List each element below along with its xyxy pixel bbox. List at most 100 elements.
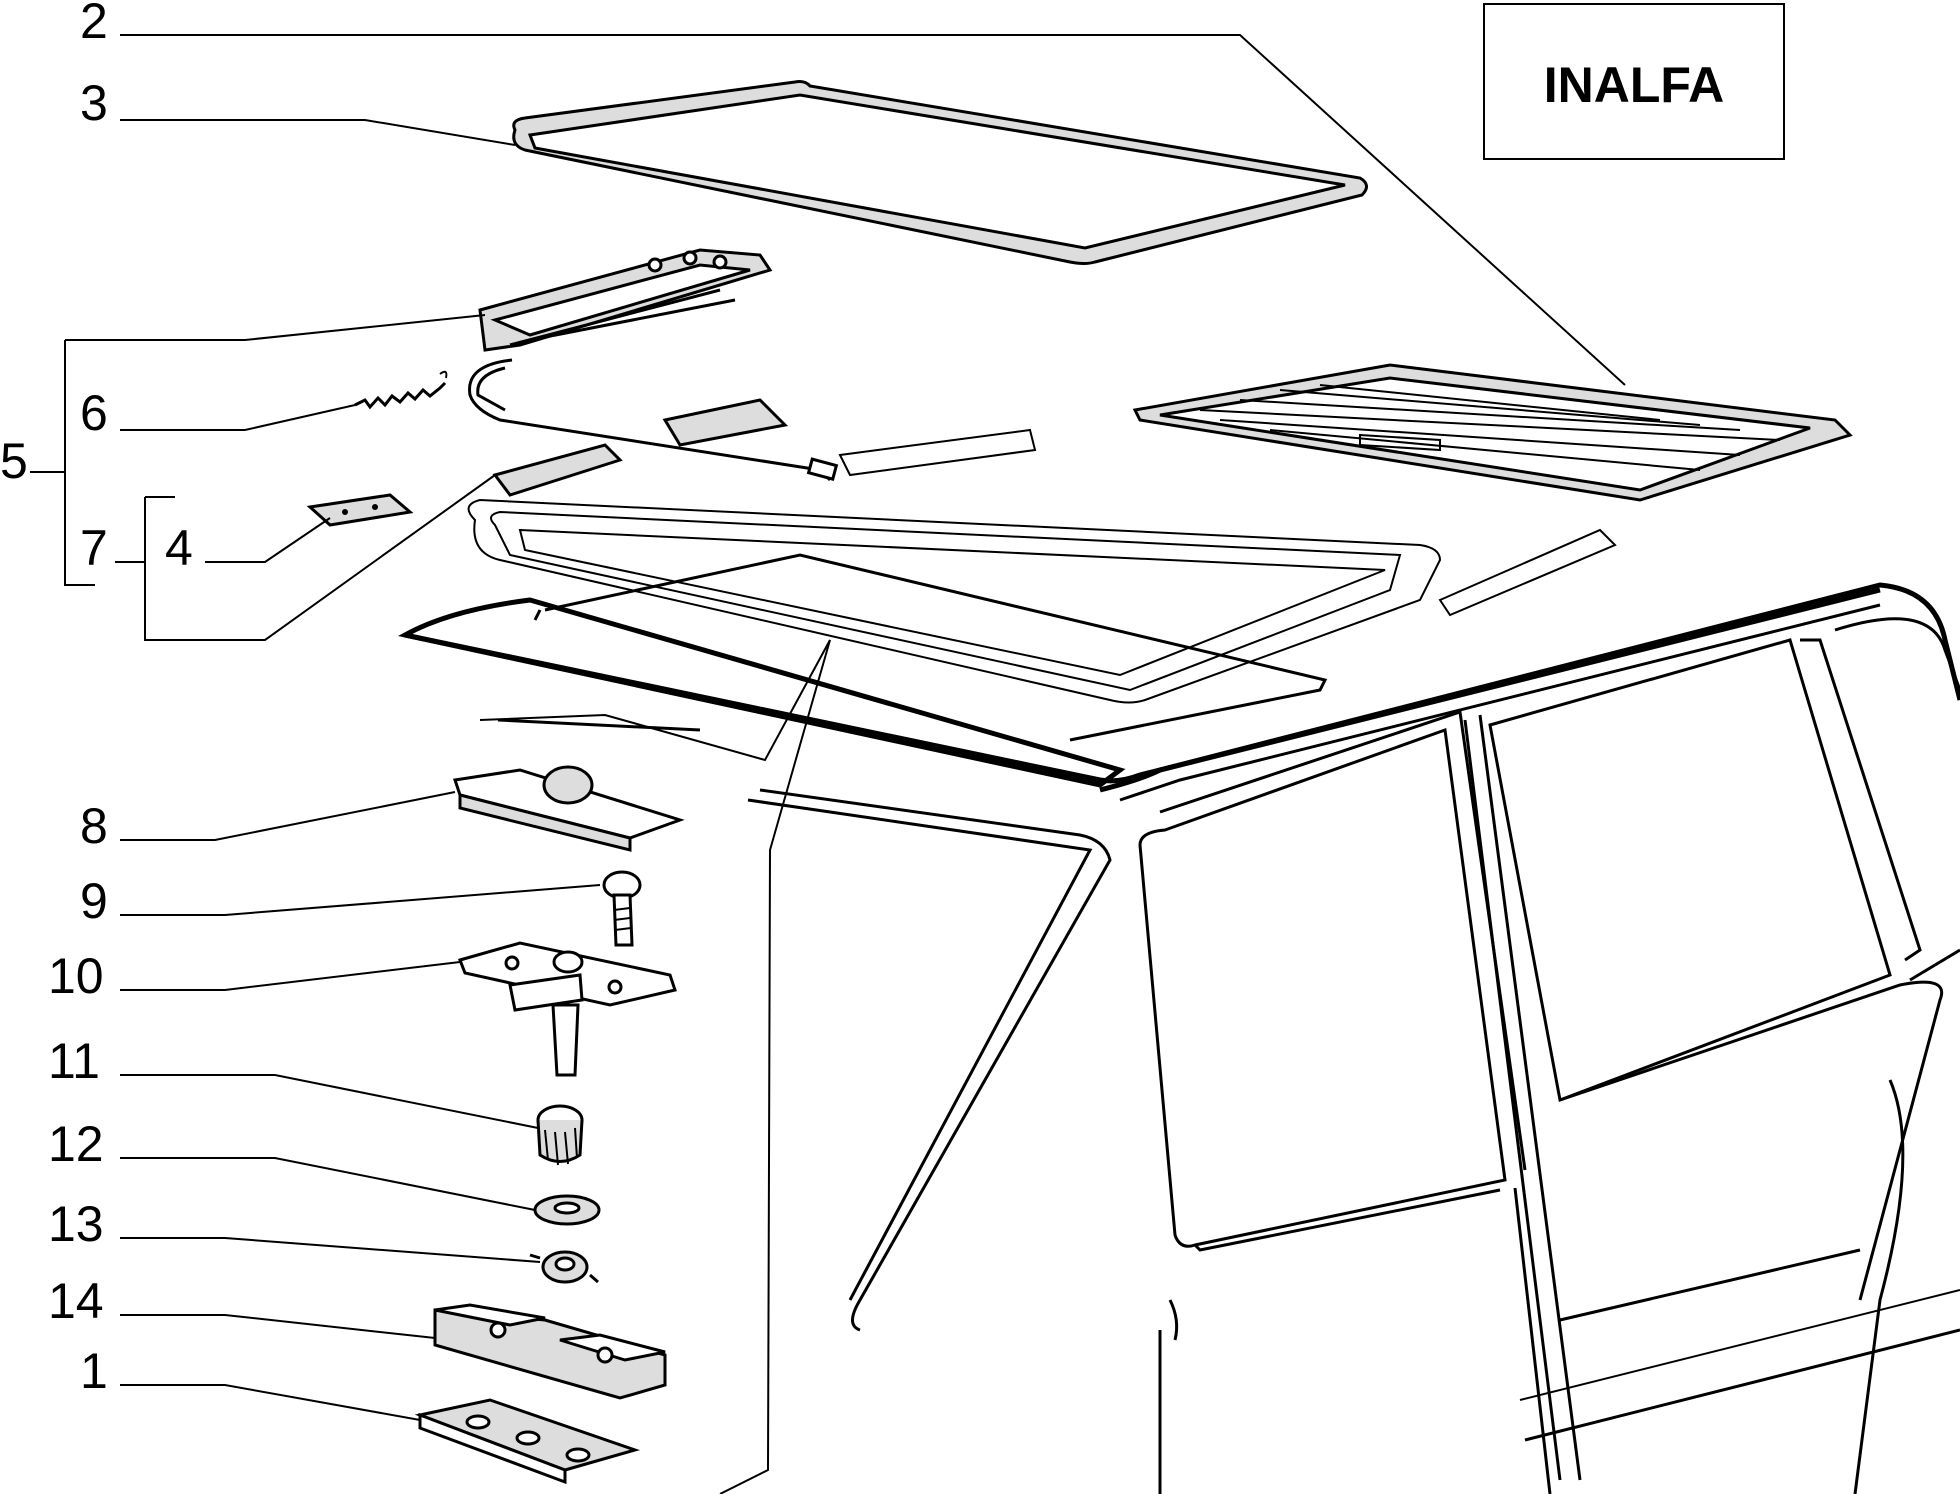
panel-handle [1359, 433, 1441, 452]
rear-quarter-window [1834, 617, 1960, 691]
leader-1 [120, 1384, 421, 1421]
c-pillar [1800, 638, 1922, 962]
callout-1: 1 [80, 1343, 108, 1399]
seal-inner [527, 93, 1346, 250]
bracket-housing [508, 973, 584, 1012]
leader-10 [120, 961, 461, 991]
part-4-plate [306, 493, 414, 527]
mechanism-hole-1 [647, 257, 663, 273]
callout-14: 14 [48, 1273, 104, 1329]
part-1-plate [414, 1398, 640, 1485]
leader-14 [120, 1314, 436, 1339]
leader-frame-down [719, 639, 831, 1494]
b-pillar-rear [1478, 714, 1582, 1481]
frame-opening [518, 528, 1386, 677]
part-6-spring-hook [439, 370, 448, 379]
door-bottom-line [1524, 1328, 1960, 1442]
leader-5-bracket [64, 340, 95, 586]
plate-hole-3 [565, 1447, 591, 1463]
door-gap-line [1513, 1187, 1552, 1494]
mechanism-hole-2 [682, 250, 698, 266]
brand-box: INALFA [1483, 3, 1785, 160]
body-crease [1519, 1289, 1960, 1401]
frame-rail-right [1438, 528, 1617, 617]
leader-13 [120, 1237, 541, 1263]
screw-thread [613, 907, 632, 931]
bracket-hole-2 [607, 979, 623, 995]
leader-7 [144, 474, 496, 641]
leader-5-top [65, 314, 486, 341]
part-10-bracket [458, 941, 677, 1077]
front-door-window [1138, 727, 1507, 1248]
leader-4 [205, 517, 331, 563]
car-body [397, 582, 1960, 1494]
clip-hole [554, 1256, 576, 1272]
callout-6: 6 [80, 385, 108, 441]
sunroof-frame [467, 428, 1617, 742]
cover-side [458, 793, 632, 852]
part-8-cover [453, 765, 685, 852]
gear-teeth [544, 1127, 578, 1166]
rear-wheel-arch [1853, 1079, 1905, 1494]
bracket-knob [552, 950, 584, 974]
part-13-clip [529, 1250, 599, 1284]
block-top-left [434, 1303, 546, 1327]
leader-lines [30, 34, 1626, 1494]
body-side-line [1559, 1248, 1861, 1322]
callout-12: 12 [48, 1116, 104, 1172]
part-6-spring [354, 381, 447, 410]
frame-outer [467, 498, 1442, 704]
mechanism-top [490, 263, 751, 337]
plate-hole-2 [515, 1430, 541, 1446]
brand-box-border [1483, 3, 1785, 160]
mechanism-arms [509, 288, 736, 347]
frame-inner [490, 510, 1402, 692]
roof-rail-left [404, 587, 1881, 784]
guide-left [492, 443, 623, 497]
roof-line-front [497, 718, 701, 732]
rear-door-beltline [1559, 980, 1943, 1301]
a-pillar-inner [747, 798, 1093, 1301]
panel-slats [1199, 384, 1781, 471]
bracket-shaft [551, 1003, 580, 1077]
bracket-hole-1 [504, 955, 520, 971]
leader-2 [120, 34, 1626, 386]
part-4-hole-1 [342, 509, 348, 515]
part-11-gear [536, 1104, 584, 1166]
cable-end [806, 457, 839, 481]
roof-front-edge [397, 597, 1126, 788]
part-14-block [433, 1303, 667, 1400]
roof-side-inner [1119, 603, 1881, 802]
drive-cable-inner [476, 366, 506, 412]
mechanism-hole-3 [712, 254, 728, 270]
callout-4: 4 [165, 520, 193, 576]
block-hole-1 [489, 1321, 507, 1339]
callout-2: 2 [80, 0, 108, 49]
front-door-beltline [1193, 1188, 1501, 1252]
roof-side-rail [1099, 582, 1960, 793]
clip-tabs [529, 1253, 599, 1284]
plate-hole-1 [465, 1414, 491, 1430]
callout-7: 7 [80, 520, 108, 576]
front-door-frame-outer [1159, 710, 1527, 1171]
guide-right [662, 398, 789, 447]
leader-3 [120, 119, 516, 146]
panel-inner [1159, 376, 1811, 492]
callout-13: 13 [48, 1196, 104, 1252]
part-5-mechanism [468, 248, 839, 482]
roof-opening-corner [533, 609, 542, 621]
frame-rail-front [838, 428, 1037, 477]
b-pillar-front [1463, 719, 1562, 1481]
callout-11: 11 [48, 1033, 100, 1089]
part-3-seal [512, 80, 1368, 265]
plate-edge [418, 1412, 567, 1485]
part-9-screw [602, 870, 642, 947]
mirror-stub [1168, 1299, 1179, 1341]
callouts: 2 3 5 6 7 4 8 9 10 11 12 13 14 1 [0, 0, 193, 1399]
part-2-panel [1132, 363, 1853, 502]
leader-9 [120, 884, 601, 916]
leader-frame-link [479, 639, 831, 762]
part-12-washer-hole [553, 1201, 581, 1215]
part-7-guides [492, 398, 789, 497]
leader-8 [120, 791, 456, 841]
